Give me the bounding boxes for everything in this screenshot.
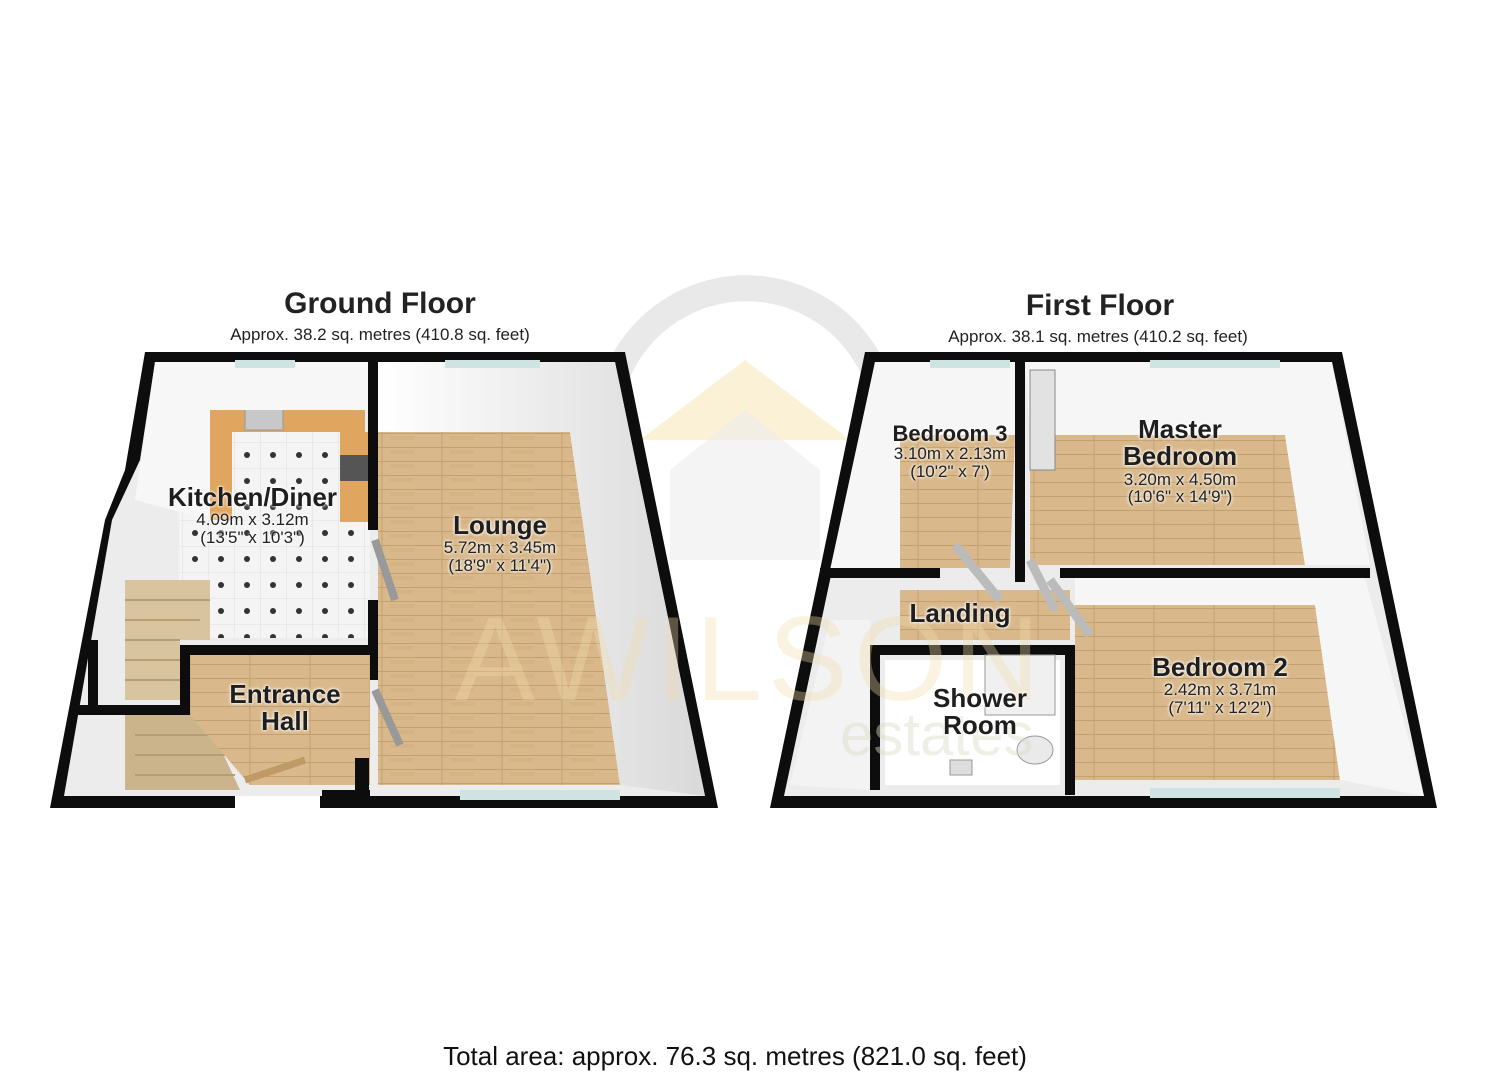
room-dimensions-imperial: (13'5" x 10'3")	[200, 528, 305, 548]
kitchen-counter	[210, 410, 365, 520]
master-bedroom-floor	[1030, 435, 1305, 565]
room-label-landing: Landing	[890, 598, 1030, 628]
room-name-line2: Hall	[261, 706, 309, 737]
master-window	[1150, 360, 1280, 368]
room-label-bedroom2: Bedroom 2 2.42m x 3.71m (7'11" x 12'2")	[1120, 652, 1320, 718]
shower-tray	[984, 654, 1056, 716]
lounge-door	[371, 538, 399, 602]
wardrobe	[1029, 369, 1056, 471]
room-dimensions-imperial: (7'11" x 12'2")	[1168, 698, 1272, 718]
room-dimensions-metric: 5.72m x 3.45m	[443, 538, 557, 558]
room-name: Kitchen/Diner	[167, 482, 338, 512]
room-dimensions-imperial: (18'9" x 11'4")	[448, 556, 552, 576]
toilet-icon	[1016, 735, 1054, 765]
room-label-entrance-hall: Entrance Hall	[205, 679, 365, 737]
room-label-kitchen: Kitchen/Diner 4.09m x 3.12m (13'5" x 10'…	[145, 482, 360, 548]
landing-floor	[900, 590, 1070, 640]
room-name-line1: Entrance	[229, 679, 341, 709]
room-name-line2: Room	[943, 710, 1017, 741]
lounge-floor	[378, 432, 620, 785]
entrance-hall-floor	[190, 655, 370, 785]
lounge-window-rear	[445, 360, 540, 368]
room-name-line2: Bedroom	[1122, 441, 1238, 472]
room-name: Landing	[909, 598, 1011, 628]
room-dimensions-metric: 4.09m x 3.12m	[196, 510, 309, 530]
basin-icon	[949, 759, 973, 776]
room-name-line1: Master	[1138, 414, 1222, 444]
bedroom2-door	[1046, 577, 1094, 638]
room-name: Bedroom 3	[892, 421, 1008, 446]
room-dimensions-metric: 2.42m x 3.71m	[1163, 680, 1277, 700]
bedroom2-window	[1150, 788, 1340, 798]
room-name: Bedroom 2	[1152, 652, 1288, 682]
first-floor-title: First Floor	[1025, 289, 1175, 322]
room-label-bedroom3: Bedroom 3 3.10m x 2.13m (10'2" x 7')	[870, 422, 1030, 481]
room-dimensions-imperial: (10'2" x 7')	[910, 461, 990, 481]
hob-icon	[340, 455, 368, 481]
lounge-window-front	[460, 790, 620, 800]
bedroom2-floor	[1075, 605, 1340, 780]
bedroom3-window	[930, 360, 1010, 368]
room-label-shower-room: Shower Room	[910, 683, 1050, 741]
total-area: Total area: approx. 76.3 sq. metres (821…	[443, 1041, 1027, 1071]
kitchen-window	[235, 360, 295, 368]
room-name-line1: Shower	[933, 683, 1027, 713]
first-floor-area: Approx. 38.1 sq. metres (410.2 sq. feet)	[948, 327, 1248, 346]
master-door	[1025, 557, 1060, 613]
room-label-master-bedroom: Master Bedroom 3.20m x 4.50m (10'6" x 14…	[1080, 414, 1280, 507]
hall-door	[371, 688, 404, 747]
room-dimensions-metric: 3.10m x 2.13m	[893, 444, 1007, 464]
ground-floor-title: Ground Floor	[284, 287, 476, 320]
room-dimensions-imperial: (10'6" x 14'9")	[1127, 487, 1233, 507]
front-door	[243, 756, 307, 784]
bedroom3-door	[951, 542, 1004, 603]
ground-floor-area: Approx. 38.2 sq. metres (410.8 sq. feet)	[230, 325, 530, 344]
bedroom3-floor	[900, 435, 1015, 568]
room-dimensions-metric: 3.20m x 4.50m	[1123, 469, 1237, 489]
room-label-lounge: Lounge 5.72m x 3.45m (18'9" x 11'4")	[400, 510, 600, 576]
room-name: Lounge	[453, 510, 547, 540]
